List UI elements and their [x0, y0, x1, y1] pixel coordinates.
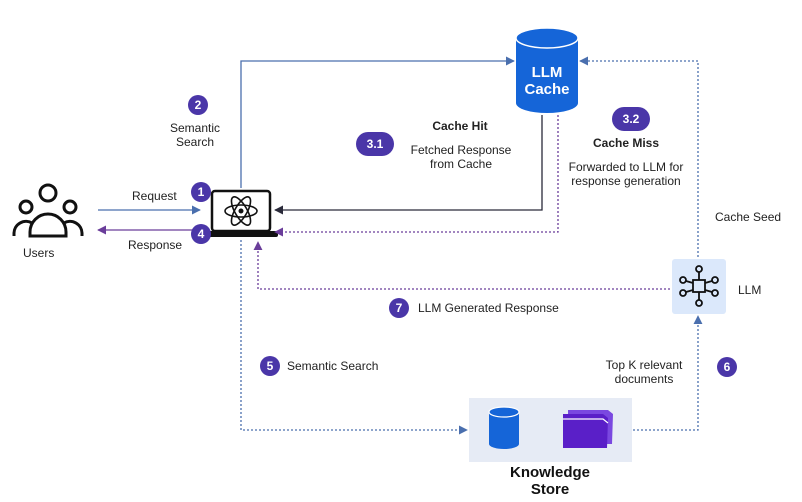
top-k-arrow [633, 315, 703, 431]
cache-miss-label-line2: response generation [571, 174, 681, 188]
semantic-search-label-line2: Search [175, 135, 215, 149]
cache-hit-label-line1: Fetched Response [410, 143, 512, 157]
top-k-label-line2: documents [614, 372, 674, 386]
knowledge-store-node [469, 398, 632, 462]
llm-cache-label: LLM Cache [512, 64, 582, 98]
knowledge-store-label-line2: Store [530, 481, 570, 498]
step-6-badge: 6 [717, 357, 737, 377]
semantic-search-store-label: Semantic Search [287, 359, 379, 373]
documents-stack-icon [563, 410, 613, 448]
step-3-1-badge: 3.1 [356, 132, 394, 156]
llm-node [672, 259, 726, 314]
llm-label: LLM [738, 283, 762, 297]
step-1-badge: 1 [191, 182, 211, 202]
step-3-2-badge: 3.2 [612, 107, 650, 131]
knowledge-store-label: Knowledge Store [490, 464, 610, 498]
cache-hit-label-line2: from Cache [429, 157, 493, 171]
network-nodes-icon [679, 265, 719, 307]
llm-cache-label-line1: LLM [531, 64, 563, 81]
llm-response-arrow [253, 241, 670, 290]
cache-seed-label: Cache Seed [715, 210, 782, 224]
top-k-label-line1: Top K relevant [605, 358, 683, 372]
response-label: Response [128, 238, 183, 252]
cache-miss-label-line1: Forwarded to LLM for [568, 160, 684, 174]
cache-miss-arrow [274, 115, 559, 237]
users-group-icon [12, 183, 84, 238]
step-2-badge: 2 [188, 95, 208, 115]
database-cylinder-icon [515, 27, 579, 113]
semantic-search-label-line1: Semantic [169, 121, 221, 135]
cache-hit-title: Cache Hit [432, 119, 488, 133]
step-4-badge: 4 [191, 224, 211, 244]
llm-generated-response-label: LLM Generated Response [418, 301, 559, 315]
top-k-label: Top K relevant documents [598, 358, 690, 386]
cache-seed-arrow [579, 56, 699, 257]
semantic-search-to-cache-arrow [240, 56, 515, 188]
laptop-atom-icon [204, 189, 278, 237]
request-label: Request [132, 189, 177, 203]
llm-cache-label-line2: Cache [524, 81, 570, 98]
semantic-search-to-store-arrow [240, 240, 468, 435]
step-7-badge: 7 [389, 298, 409, 318]
knowledge-store-label-line1: Knowledge [509, 464, 590, 481]
cache-miss-title: Cache Miss [592, 136, 660, 150]
cache-hit-label: Fetched Response from Cache [401, 143, 521, 171]
cache-miss-label: Forwarded to LLM for response generation [560, 160, 692, 188]
users-label: Users [23, 246, 55, 260]
database-cylinder-icon [488, 406, 520, 449]
step-5-badge: 5 [260, 356, 280, 376]
cache-hit-arrow [274, 115, 543, 215]
semantic-search-label: Semantic Search [164, 121, 226, 149]
